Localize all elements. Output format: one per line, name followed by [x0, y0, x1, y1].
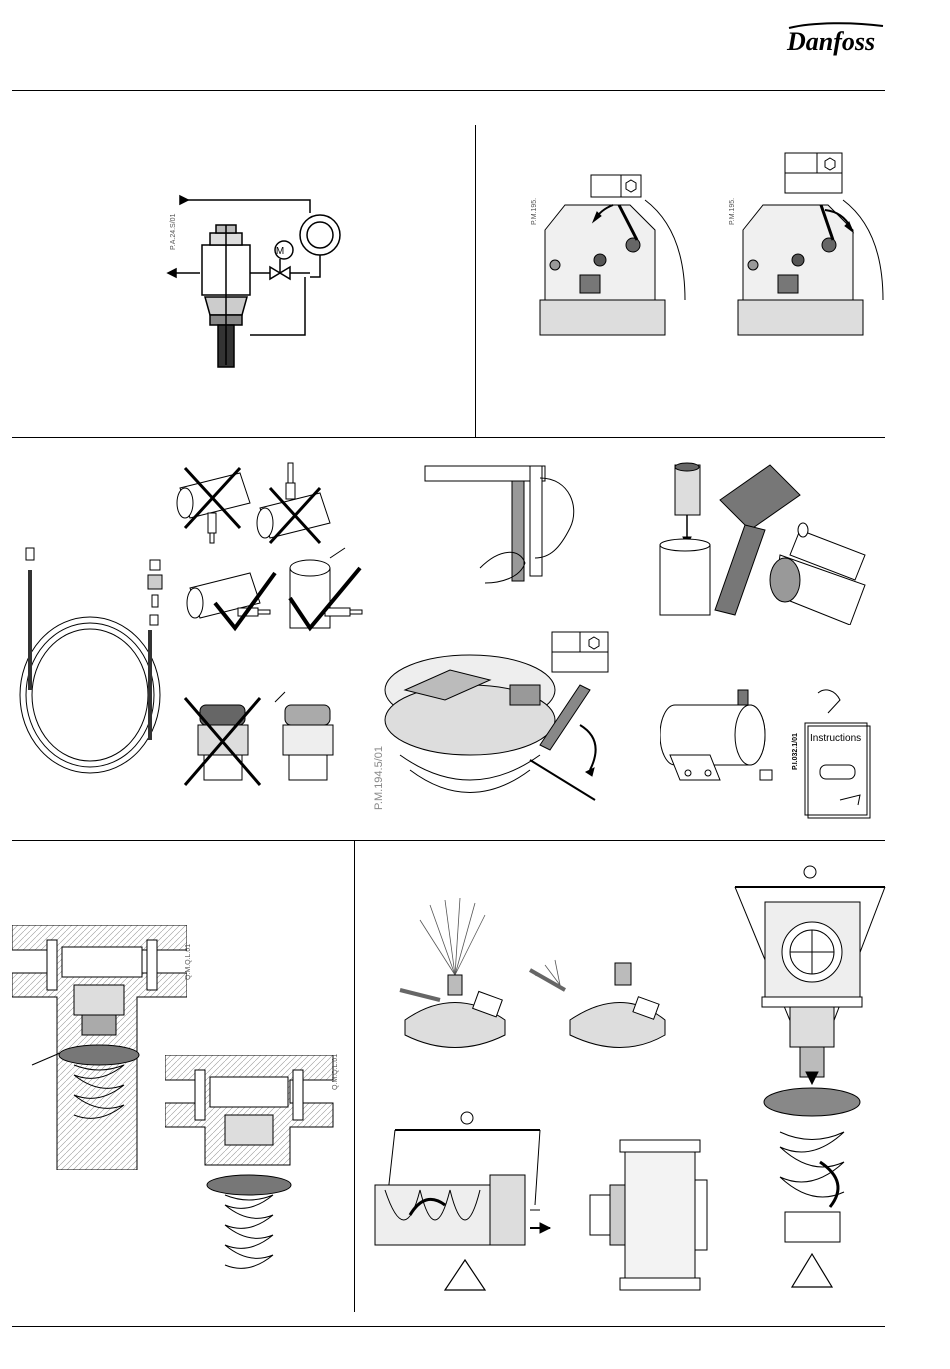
figure-code-wrench: P.M.194.5/01	[373, 746, 385, 810]
logo-text: Danfoss	[786, 27, 875, 56]
insulation-section-b	[165, 1055, 335, 1300]
valve-open-figure-right	[733, 150, 893, 340]
column-divider-top	[475, 125, 476, 437]
valve-open-figure-left	[535, 170, 695, 340]
figure-code-open-left: P.M.195.	[531, 198, 538, 225]
impulse-tube-coil	[10, 540, 170, 780]
figure-code-manual: P.I.032.1/01	[792, 733, 799, 770]
column-divider-bottom	[354, 840, 355, 1312]
section-rule-2	[12, 840, 885, 841]
pipe-cutting-figure	[420, 458, 590, 588]
filter-wrong-right	[180, 690, 360, 790]
hammer-insertion-figure	[650, 455, 870, 625]
figure-code-open-right: P.M.195.	[729, 198, 736, 225]
wrench-tightening-figure	[380, 630, 610, 805]
insulation-section-a	[12, 925, 187, 1170]
lifting-horizontal-figure	[365, 1110, 715, 1305]
figure-code-schematic: P.A.24.S/01	[170, 214, 177, 250]
header-rule	[12, 90, 885, 91]
cleaning-spray-left	[390, 895, 520, 1065]
lifting-vertical-figure	[730, 862, 890, 1307]
cleaning-spray-right	[525, 955, 670, 1065]
tapping-wrong-right	[170, 458, 380, 648]
section-rule-1	[12, 437, 885, 438]
instruction-manual-figure: Instructions	[800, 685, 872, 820]
figure-code-section-b: Q.M.Q.L.01	[332, 1054, 339, 1090]
footer-rule	[12, 1326, 885, 1327]
condensate-tank-figure	[660, 685, 780, 795]
svg-text:M: M	[276, 246, 284, 257]
installation-schematic: M	[150, 185, 360, 375]
manual-label: Instructions	[810, 733, 861, 744]
figure-code-section-a: Q.M.Q.L.01	[185, 944, 192, 980]
danfoss-logo: Danfoss	[783, 20, 887, 56]
